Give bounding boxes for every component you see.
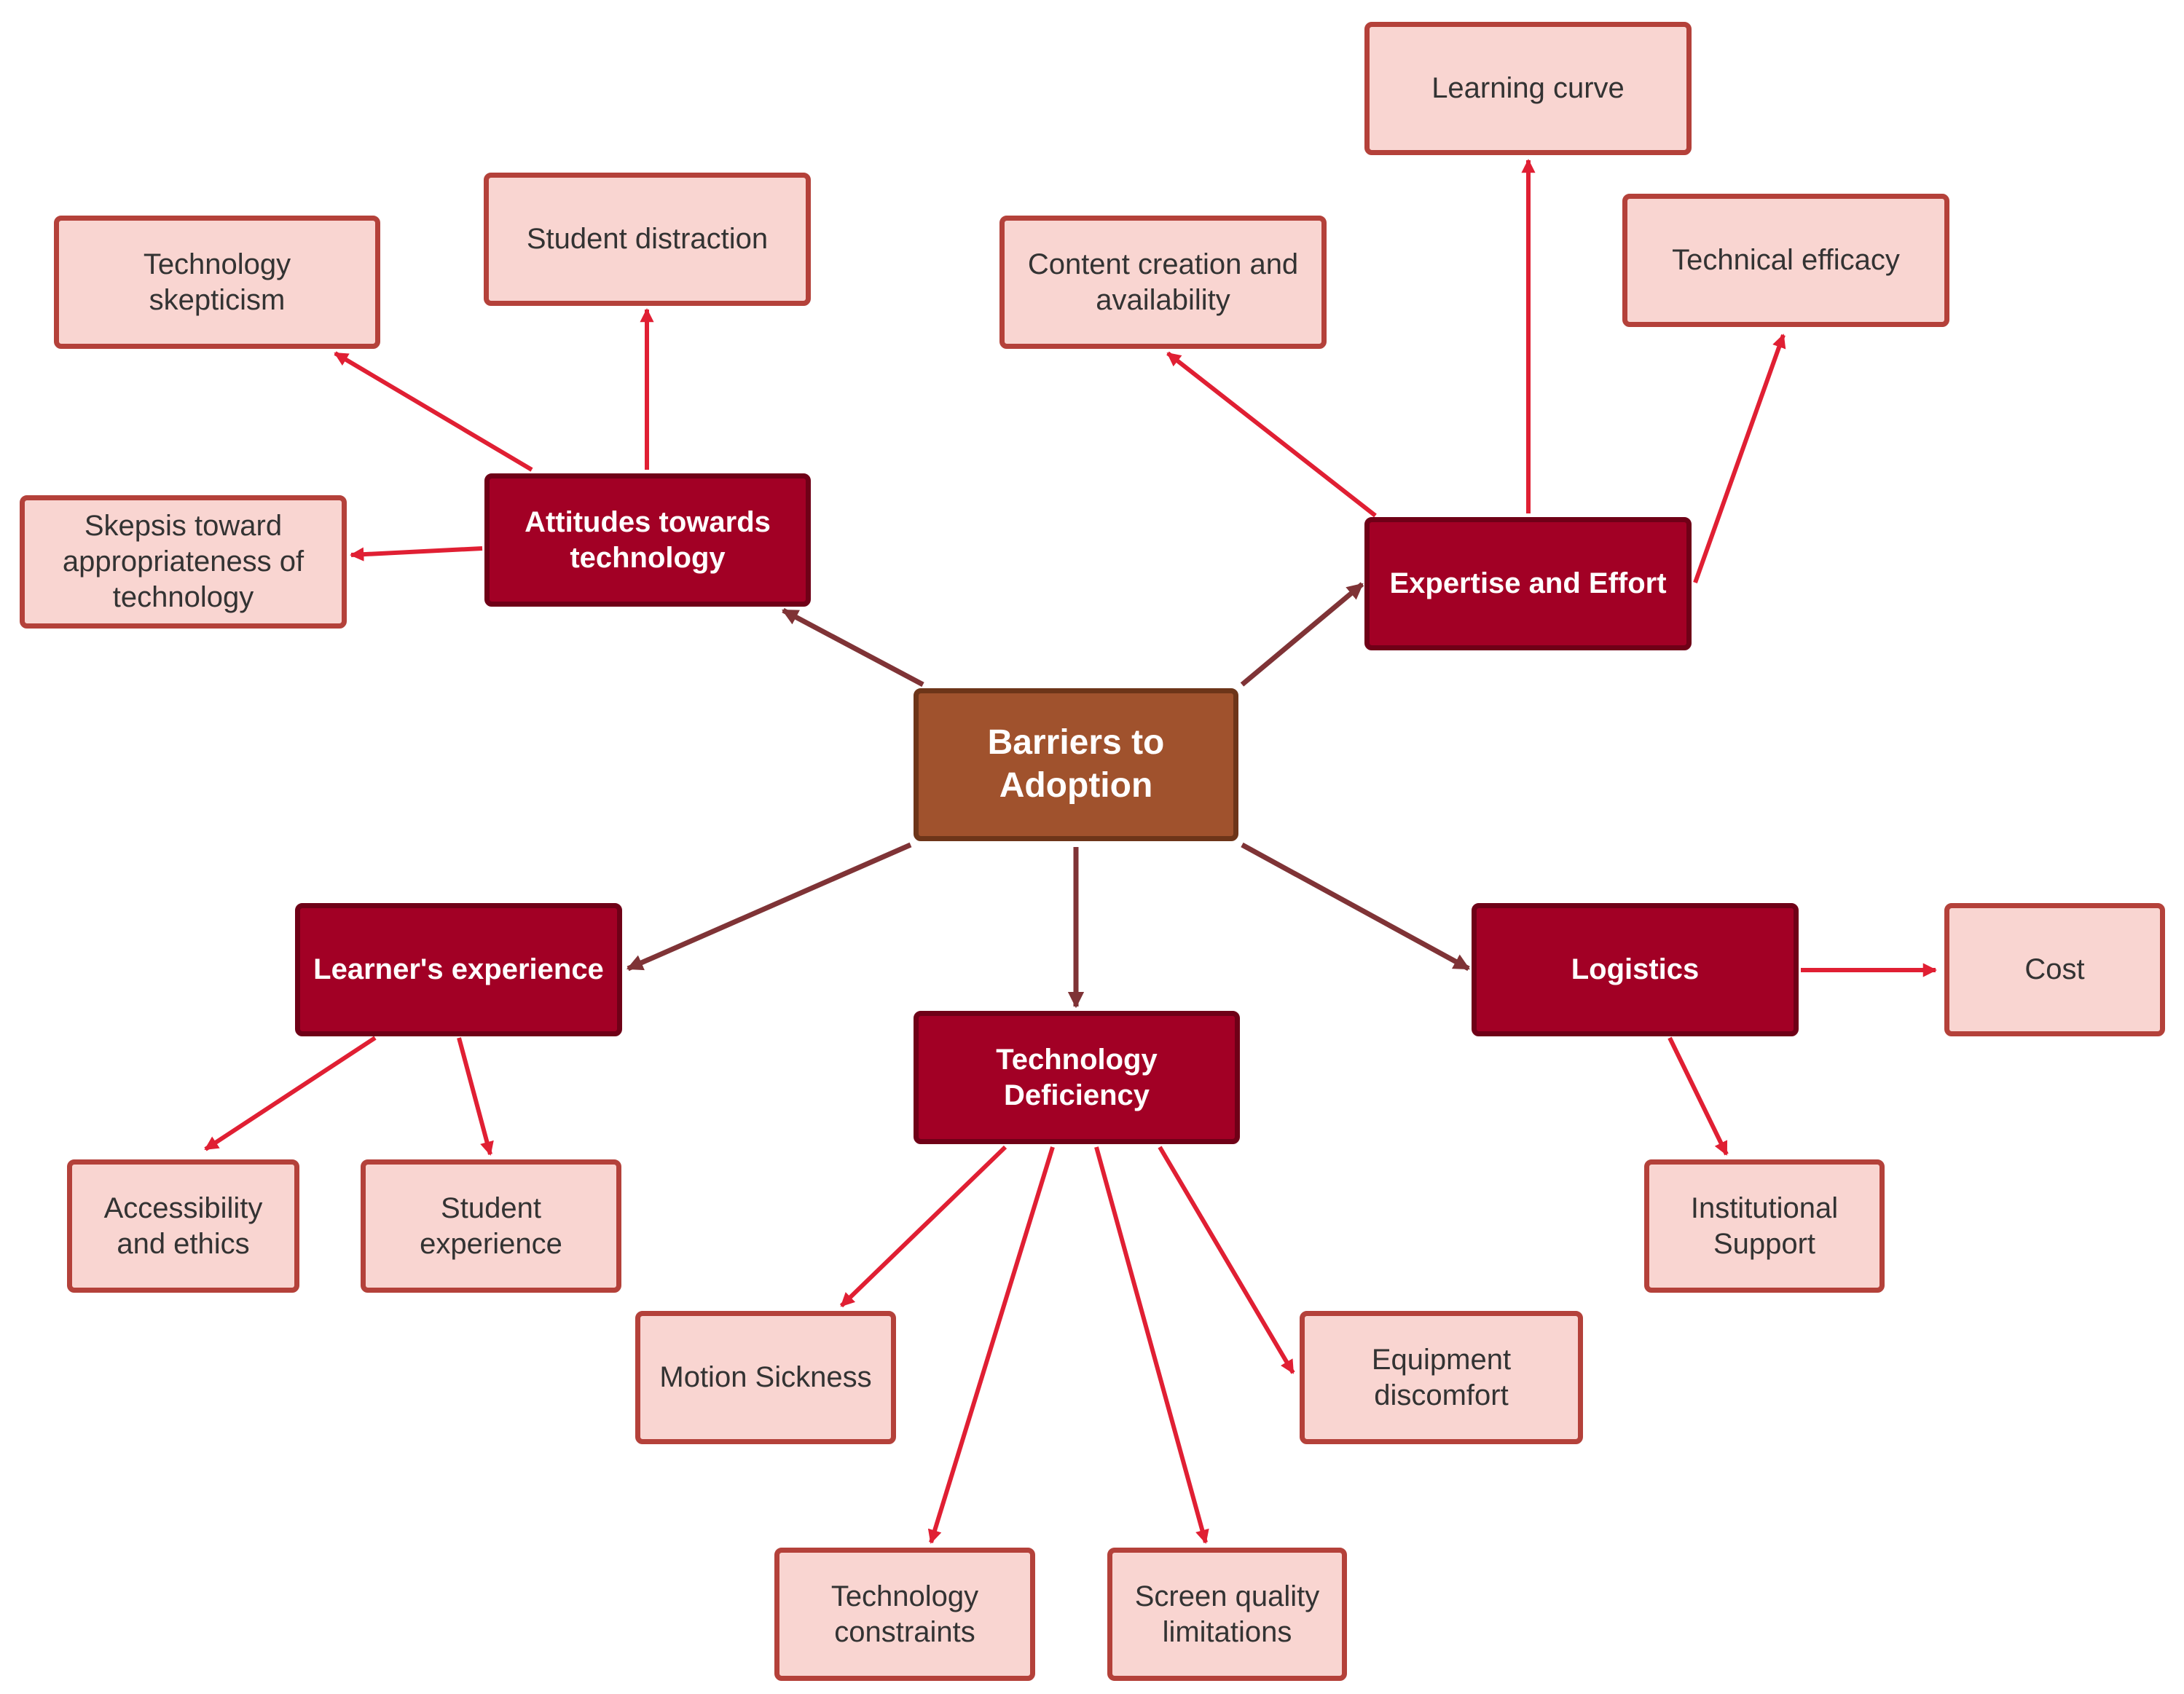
- leaf-label: Cost: [2024, 953, 2085, 986]
- category-node-expertise: Expertise and Effort: [1364, 517, 1692, 650]
- arrow-attitudes-to-tech-skepticism: [334, 351, 533, 472]
- leaf-label: Technical efficacy: [1672, 244, 1900, 277]
- category-label-learner: Learner's experience: [313, 953, 604, 986]
- category-label-attitudes: Attitudes towards technology: [525, 505, 771, 574]
- leaf-node-screen-quality: Screen quality limitations: [1107, 1548, 1347, 1681]
- leaf-node-student-experience: Student experience: [361, 1159, 621, 1293]
- leaf-label: Institutional Support: [1690, 1191, 1839, 1260]
- category-node-logistics: Logistics: [1472, 903, 1799, 1036]
- arrow-expertise-to-technical-efficacy: [1693, 334, 1786, 584]
- arrow-techdef-to-tech-constraints: [927, 1146, 1055, 1544]
- leaf-node-technical-efficacy: Technical efficacy: [1622, 194, 1949, 327]
- leaf-label: Motion Sickness: [659, 1361, 872, 1394]
- arrow-expertise-to-content-creation: [1166, 351, 1377, 518]
- leaf-node-institutional-support: Institutional Support: [1644, 1159, 1885, 1293]
- leaf-node-equipment-discomfort: Equipment discomfort: [1300, 1311, 1583, 1444]
- leaf-node-cost: Cost: [1944, 903, 2165, 1036]
- arrow-root-to-expertise: [1240, 582, 1364, 687]
- leaf-node-motion-sickness: Motion Sickness: [635, 1311, 896, 1444]
- category-node-learner: Learner's experience: [295, 903, 622, 1036]
- root-node-barriers-to-adoption: Barriers to Adoption: [914, 688, 1238, 841]
- category-node-attitudes: Attitudes towards technology: [484, 473, 811, 607]
- arrow-root-to-attitudes: [782, 607, 924, 688]
- category-label-logistics: Logistics: [1571, 953, 1700, 986]
- leaf-label: Accessibility and ethics: [103, 1191, 263, 1260]
- category-node-technology-deficiency: Technology Deficiency: [914, 1011, 1240, 1144]
- leaf-node-technology-skepticism: Technology skepticism: [54, 216, 380, 349]
- leaf-node-accessibility: Accessibility and ethics: [67, 1159, 299, 1293]
- leaf-label: Skepsis toward appropriateness of techno…: [62, 510, 305, 613]
- arrow-logistics-to-institutional-support: [1668, 1036, 1729, 1156]
- arrow-learner-to-accessibility: [204, 1036, 377, 1151]
- leaf-node-learning-curve: Learning curve: [1364, 22, 1692, 155]
- arrow-techdef-to-screen-quality: [1094, 1146, 1209, 1544]
- leaf-label: Technology constraints: [830, 1580, 979, 1648]
- arrow-learner-to-student-experience: [457, 1037, 494, 1156]
- leaf-node-content-creation: Content creation and availability: [999, 216, 1327, 349]
- category-label-technology-deficiency: Technology Deficiency: [996, 1043, 1158, 1111]
- leaf-label: Student distraction: [526, 223, 769, 256]
- leaf-node-skepsis: Skepsis toward appropriateness of techno…: [20, 495, 347, 629]
- arrow-techdef-to-equipment-discomfort: [1158, 1146, 1295, 1374]
- arrow-techdef-to-motion-sickness: [839, 1145, 1007, 1308]
- leaf-node-technology-constraints: Technology constraints: [774, 1548, 1035, 1681]
- leaf-label: Content creation and availability: [1027, 248, 1299, 316]
- leaf-label: Equipment discomfort: [1371, 1343, 1512, 1411]
- leaf-label: Technology skepticism: [143, 248, 291, 316]
- arrow-root-to-logistics: [1241, 842, 1470, 972]
- category-label-expertise: Expertise and Effort: [1389, 567, 1667, 600]
- leaf-label: Screen quality limitations: [1134, 1580, 1320, 1648]
- root-node-label: Barriers to Adoption: [987, 723, 1165, 805]
- leaf-label: Student experience: [420, 1191, 562, 1260]
- arrow-root-to-learner: [626, 842, 912, 972]
- leaf-label: Learning curve: [1431, 72, 1625, 105]
- leaf-node-student-distraction: Student distraction: [484, 173, 811, 306]
- arrow-attitudes-to-skepsis: [350, 546, 483, 562]
